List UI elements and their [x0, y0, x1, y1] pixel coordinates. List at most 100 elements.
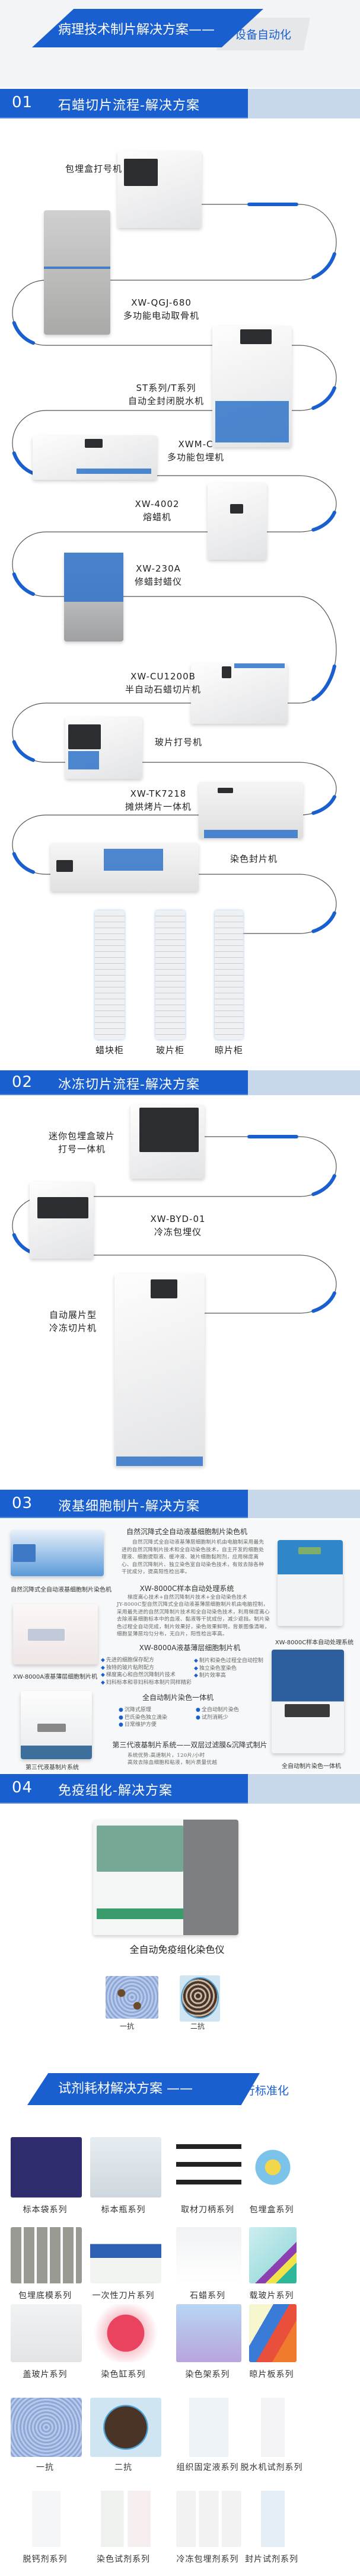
- feature-item: ◆制片效率高: [194, 1672, 263, 1680]
- device-label: 迷你包埋盒玻片打号一体机: [49, 1130, 115, 1156]
- flow-highlight-segment: [12, 740, 36, 762]
- secondary-antibody-sample-image: [180, 1975, 220, 2022]
- bullet-icon: ●: [119, 1714, 123, 1721]
- stainer-coverslipper-image: [50, 843, 199, 891]
- mini-cassette-slide-printer-image: [130, 1105, 205, 1179]
- flow-highlight-segment: [311, 664, 336, 701]
- device-name: 打号一体机: [58, 1144, 106, 1154]
- device-label: 玻片打号机: [155, 736, 202, 749]
- consumable-label[interactable]: 染色试剂系列: [97, 2555, 150, 2564]
- tissue-processor-image: [212, 326, 292, 447]
- block-title: 第三代液基制片系统——双层过滤膜&沉降式制片: [112, 1741, 267, 1749]
- device-model: XWM-C: [178, 439, 214, 450]
- consumable-label[interactable]: 封片试剂系列: [245, 2555, 298, 2564]
- consumable-image: [249, 2137, 297, 2198]
- storage-cabinet-image: [95, 910, 125, 1040]
- feature-item: ●巴氏染色独立滴染: [119, 1714, 167, 1722]
- feature-text: 妇科标本和非妇科标本制片同样精彩: [106, 1679, 192, 1686]
- device-name: 冷冻包埋仪: [154, 1227, 202, 1237]
- device-label: 包埋盒打号机: [65, 162, 122, 175]
- feature-text: 全自动制片染色: [201, 1707, 239, 1713]
- device-accent: [44, 266, 110, 269]
- consumable-image: [249, 2227, 297, 2283]
- device-name: 半自动石蜡切片机: [125, 684, 202, 695]
- consumable-image: [11, 2491, 82, 2547]
- consumable-label[interactable]: 取材刀柄系列: [181, 2205, 234, 2215]
- device-name: 冷冻切片机: [49, 1323, 97, 1333]
- device-screen: [139, 1108, 199, 1152]
- device-name: 玻片打号机: [154, 737, 203, 748]
- device-model: XW-TK7218: [130, 788, 187, 799]
- sample-label: 一抗: [119, 2022, 135, 2030]
- cabinet-label: 蜡块柜: [95, 1045, 125, 1056]
- feature-list: ●全自动制片染色●试剂消耗少: [196, 1706, 239, 1721]
- section-title: 免疫组化-解决方案: [58, 1783, 173, 1798]
- flotation-dryer-image: [199, 782, 303, 838]
- consumable-label[interactable]: 脱水机试剂系列: [240, 2463, 303, 2472]
- consumable-label[interactable]: 染色缸系列: [101, 2370, 146, 2379]
- consumable-label[interactable]: 脱钙剂系列: [23, 2555, 68, 2564]
- consumable-label[interactable]: 冷冻包埋剂系列: [176, 2555, 239, 2564]
- feature-item: ◆妇科标本和非妇科标本制片同样精彩: [101, 1679, 192, 1687]
- consumable-label[interactable]: 载玻片系列: [249, 2291, 294, 2301]
- consumable-label[interactable]: 二抗: [114, 2463, 132, 2472]
- flow-highlight-segment: [311, 1174, 336, 1196]
- section-03-header: 03 液基细胞制片-解决方案: [0, 1490, 360, 1518]
- consumable-label[interactable]: 组织固定液系列: [176, 2463, 239, 2472]
- flow-highlight-segment: [311, 386, 336, 410]
- feature-text: 日常维护方便: [124, 1722, 157, 1728]
- section-number: 02: [12, 1073, 33, 1091]
- consumable-label[interactable]: 包埋盒系列: [249, 2205, 294, 2215]
- caption: 全自动制片染色一体机: [282, 1763, 341, 1770]
- device-accent: [64, 553, 123, 602]
- cabinet-label: 玻片柜: [155, 1045, 185, 1056]
- third-gen-lbc-image: [21, 1691, 92, 1759]
- consumable-label[interactable]: 标本袋系列: [23, 2205, 68, 2215]
- consumable-image: [90, 2227, 161, 2283]
- consumables-subtitle: 运行标准化: [232, 2084, 289, 2097]
- device-screen: [240, 329, 272, 344]
- microtome-image: [191, 663, 288, 724]
- wax-trimmer-image: [64, 553, 123, 641]
- consumable-label[interactable]: 包埋底模系列: [18, 2291, 72, 2301]
- device-model: XW-4002: [135, 499, 180, 509]
- consumable-label[interactable]: 一次性刀片系列: [92, 2291, 155, 2301]
- device-accent: [76, 469, 151, 474]
- cryo-embedder-image: [30, 1182, 94, 1259]
- flow-connector-line: [12, 1136, 337, 1314]
- consumable-image: [11, 2304, 82, 2362]
- ihc-device-label: 全自动免疫组化染色仪: [0, 1942, 360, 1956]
- consumable-label[interactable]: 标本瓶系列: [101, 2205, 146, 2215]
- section-number: 01: [12, 94, 33, 111]
- section-number: 04: [12, 1779, 33, 1797]
- device-name: 熔蜡机: [142, 512, 171, 522]
- flow-highlight-segment: [311, 1291, 336, 1313]
- device-name: 修蜡封蜡仪: [134, 576, 183, 587]
- consumable-label[interactable]: 石蜡系列: [190, 2291, 225, 2301]
- consumable-image: [249, 2491, 297, 2547]
- flow-highlight-segment: [12, 451, 36, 475]
- block-paragraph: 自然沉降式全自动液基薄层细胞制片机由电脑制采用最先进的自然沉降制片技术和全自动染…: [122, 1539, 265, 1575]
- xw8000c-image: [278, 1540, 343, 1626]
- block-paragraph: JY-8000C型自然沉降式全自动液基薄层细胞制片机由电脑控制，采用最先进的自然…: [117, 1602, 270, 1637]
- xw8000a-image: [13, 1604, 98, 1664]
- device-label: 自动展片型冷冻切片机: [49, 1308, 97, 1334]
- lbc-panel: 自然沉降式全自动液基细胞制片染色机 自然沉降式全自动液基细胞制片染色机 自然沉降…: [0, 1519, 360, 1773]
- bullet-icon: ●: [196, 1714, 200, 1721]
- feature-item: ◆制片和染色过程全自动控制: [194, 1657, 263, 1665]
- caption: XW-8000C样本自动处理系统: [275, 1640, 354, 1646]
- device-accent: [203, 829, 298, 838]
- consumable-image: [249, 2304, 297, 2362]
- consumable-label[interactable]: 盖玻片系列: [23, 2370, 68, 2379]
- consumable-label[interactable]: 晾片板系列: [249, 2370, 294, 2379]
- feature-list: ●沉降式原理●巴氏染色独立滴染●日常维护方便: [119, 1706, 167, 1729]
- consumable-label[interactable]: 一抗: [36, 2463, 54, 2472]
- device-screen: [37, 1197, 89, 1219]
- device-screen: [217, 787, 234, 793]
- device-screen: [56, 859, 73, 872]
- storage-cabinet-image: [155, 910, 185, 1040]
- consumable-label[interactable]: 染色架系列: [185, 2370, 230, 2379]
